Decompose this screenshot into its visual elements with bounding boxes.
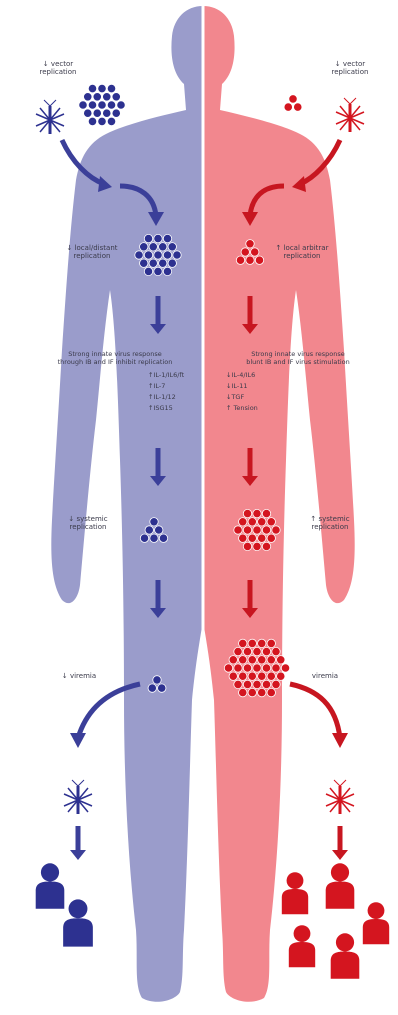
right-person-icon-3 xyxy=(363,902,389,944)
left-person-icon-2 xyxy=(63,899,93,946)
right-bottom-mosquito-icon xyxy=(326,780,354,814)
left-response-item-2: ↑IL-1/12 xyxy=(148,394,176,402)
right-viremia-label: viremia xyxy=(300,672,350,680)
right-response-item-1: ↓IL-11 xyxy=(226,383,248,391)
top-right-vector-label: ↓ vector replication xyxy=(320,60,380,76)
left-response-item-0: ↑IL-1/IL6/ft xyxy=(148,372,184,380)
right-top-virus-cluster xyxy=(284,95,302,112)
left-bottom-mosquito-icon xyxy=(64,780,92,814)
right-person-icon-2 xyxy=(326,863,355,909)
right-arrow-4 xyxy=(332,826,348,860)
top-left-vector-label: ↓ vector replication xyxy=(28,60,88,76)
left-top-mosquito-icon xyxy=(36,100,64,134)
right-top-mosquito-icon xyxy=(336,98,364,132)
right-replication-label: ↑ local arbitrar replication xyxy=(272,244,332,260)
right-person-icon-5 xyxy=(331,933,360,979)
left-top-virus-cluster xyxy=(79,84,125,125)
right-response-item-2: ↓TGF xyxy=(226,394,244,402)
left-systemic-label: ↓ systemic replication xyxy=(58,515,118,531)
left-response-heading: Strong innate virus response through IB … xyxy=(30,350,200,366)
right-response-heading: Strong innate virus response blunt IB an… xyxy=(208,350,388,366)
left-arrow-4 xyxy=(70,826,86,860)
left-replication-label: ↓ local/distant replication xyxy=(62,244,122,260)
left-response-item-3: ↑ISG15 xyxy=(148,405,173,413)
right-response-item-0: ↓IL-4/IL6 xyxy=(226,372,255,380)
right-person-icon-1 xyxy=(282,872,308,914)
right-response-item-3: ↑ Tension xyxy=(226,405,258,413)
left-person-icon-1 xyxy=(36,863,65,909)
right-bottom-curve-arrow xyxy=(290,684,348,748)
right-systemic-label: ↑ systemic replication xyxy=(300,515,360,531)
left-response-item-1: ↑IL-7 xyxy=(148,383,165,391)
right-person-icon-4 xyxy=(289,925,315,967)
left-viremia-label: ↓ viremia xyxy=(54,672,104,680)
